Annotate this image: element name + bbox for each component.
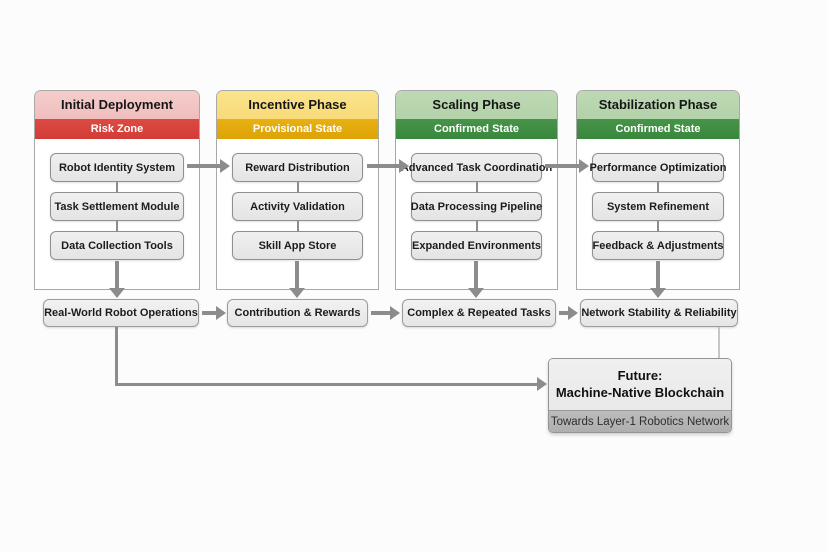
item-box: Advanced Task Coordination [401,153,552,182]
arrow-elbow-icon [115,327,549,393]
future-connector-line [718,327,720,358]
outcome-box-real-world-operations: Real-World Robot Operations [43,299,199,327]
item-box: Performance Optimization [590,153,726,182]
phase-title: Incentive Phase [217,91,378,119]
item-connector [296,182,299,192]
arrow-right-icon [187,159,230,173]
item-connector [116,182,118,192]
phase-title: Initial Deployment [35,91,199,119]
future-box-body: Future: Machine-Native Blockchain [549,359,731,410]
phase-items: Robot Identity System Task Settlement Mo… [35,139,199,260]
state-badge: Provisional State [217,119,378,139]
item-connector [475,221,478,231]
state-badge: Confirmed State [577,119,739,139]
item-connector [657,182,659,192]
state-badge: Confirmed State [396,119,557,139]
item-box: System Refinement [592,192,724,221]
phase-column-stabilization: Stabilization Phase Confirmed State Perf… [576,90,740,290]
outcome-box-contribution-rewards: Contribution & Rewards [227,299,368,327]
arrow-right-icon [559,306,578,320]
phase-column-scaling: Scaling Phase Confirmed State Advanced T… [395,90,558,290]
phase-title: Scaling Phase [396,91,557,119]
item-box: Activity Validation [232,192,363,221]
phase-items: Reward Distribution Activity Validation … [217,139,378,260]
phase-column-incentive: Incentive Phase Provisional State Reward… [216,90,379,290]
phase-items: Performance Optimization System Refineme… [577,139,739,260]
item-connector [116,221,118,231]
item-box: Robot Identity System [50,153,184,182]
future-title-line1: Future: [617,367,663,383]
future-banner: Towards Layer-1 Robotics Network [549,410,731,432]
phase-column-initial-deployment: Initial Deployment Risk Zone Robot Ident… [34,90,200,290]
arrow-down-icon [468,261,484,298]
outcome-box-complex-repeated-tasks: Complex & Repeated Tasks [402,299,556,327]
future-title-line2: Machine-Native Blockchain [555,385,725,400]
arrow-right-icon [371,306,400,320]
arrow-right-icon [367,159,409,173]
item-connector [657,221,659,231]
arrow-down-icon [289,261,305,298]
arrow-down-icon [109,261,125,298]
arrow-right-icon [545,159,589,173]
arrow-right-icon [202,306,226,320]
item-box: Task Settlement Module [50,192,184,221]
phase-items: Advanced Task Coordination Data Processi… [396,139,557,260]
state-badge: Risk Zone [35,119,199,139]
item-box: Data Processing Pipeline [411,192,542,221]
outcome-box-network-stability: Network Stability & Reliability [580,299,738,327]
future-box: Future: Machine-Native Blockchain Toward… [548,358,732,433]
arrow-down-icon [650,261,666,298]
item-box: Expanded Environments [411,231,542,260]
item-box: Reward Distribution [232,153,363,182]
phase-title: Stabilization Phase [577,91,739,119]
item-box: Feedback & Adjustments [592,231,724,260]
item-connector [475,182,478,192]
item-connector [296,221,299,231]
item-box: Data Collection Tools [50,231,184,260]
item-box: Skill App Store [232,231,363,260]
